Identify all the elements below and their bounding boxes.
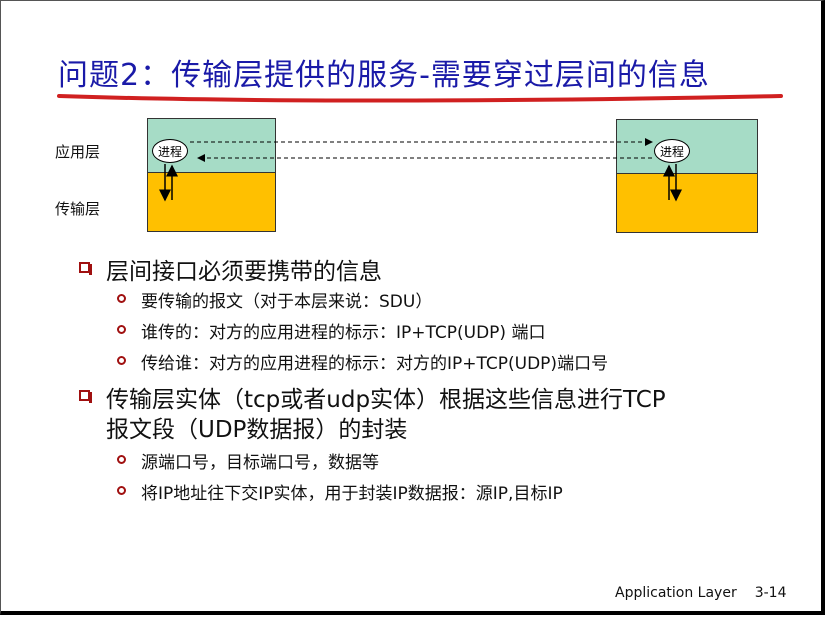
bullet-1-sub-2: 谁传的：对方的应用进程的标示：IP+TCP(UDP) 端口 — [141, 323, 546, 343]
bullet-2-sub-1: 源端口号，目标端口号，数据等 — [141, 453, 379, 473]
bullet-1-sub-1: 要传输的报文（对于本层来说：SDU） — [141, 292, 433, 312]
square-bullet-icon — [79, 262, 92, 275]
footer-label: Application Layer — [615, 585, 737, 601]
left-transport-layer-block — [147, 172, 276, 232]
right-transport-layer-block — [616, 173, 758, 233]
circle-bullet-icon — [117, 325, 126, 334]
circle-bullet-icon — [117, 294, 126, 303]
page-number: 3-14 — [754, 585, 787, 601]
layer-label-application: 应用层 — [55, 143, 101, 161]
left-process-ellipse: 进程 — [152, 139, 188, 163]
bullet-2-text-line-2: 报文段（UDP数据报）的封装 — [106, 417, 408, 443]
bullet-1-sub-3: 传给谁：对方的应用进程的标示：对方的IP+TCP(UDP)端口号 — [141, 354, 609, 374]
right-process-ellipse: 进程 — [654, 139, 690, 163]
bullet-1-text: 层间接口必须要携带的信息 — [106, 259, 382, 285]
circle-bullet-icon — [117, 455, 126, 464]
title-underline — [57, 94, 783, 103]
circle-bullet-icon — [117, 486, 126, 495]
bullet-2-text-line-1: 传输层实体（tcp或者udp实体）根据这些信息进行TCP — [106, 387, 666, 413]
bullet-2-sub-2: 将IP地址往下交IP实体，用于封装IP数据报：源IP,目标IP — [141, 484, 563, 504]
slide-title: 问题2：传输层提供的服务-需要穿过层间的信息 — [58, 58, 710, 93]
circle-bullet-icon — [117, 356, 126, 365]
square-bullet-icon — [79, 390, 92, 403]
slide-footer: Application Layer 3-14 — [615, 585, 787, 601]
layer-label-transport: 传输层 — [55, 200, 101, 218]
